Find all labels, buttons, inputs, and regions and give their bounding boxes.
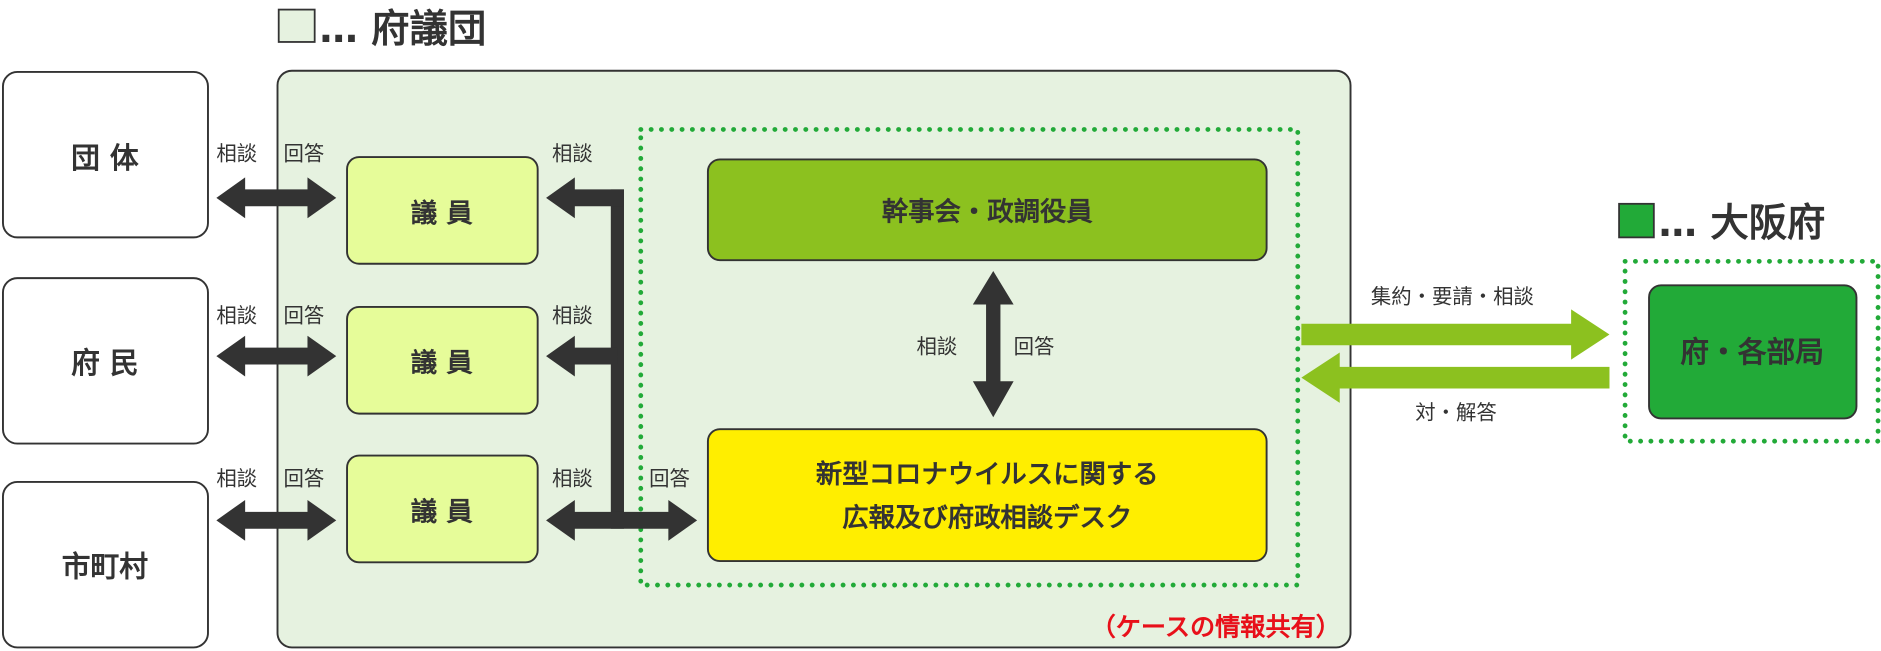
double-arrow-icon	[216, 335, 337, 377]
external-label: 府 民	[71, 346, 139, 380]
member-label: 議 員	[411, 496, 474, 527]
from-prefecture-label: 対・解答	[1415, 401, 1497, 425]
legend-prefecture-label: … 大阪府	[1659, 201, 1826, 246]
left-arrow-icon	[546, 335, 618, 377]
external-box-municipalities: 市町村	[2, 480, 209, 649]
legend-assembly-swatch	[277, 8, 316, 43]
double-arrow-icons	[216, 177, 1014, 541]
member-box: 議 員	[346, 305, 539, 415]
prefecture-dotted-border	[1622, 258, 1881, 444]
vertical-double-arrow-icon	[972, 270, 1014, 418]
external-box-residents: 府 民	[2, 277, 209, 445]
desk-box	[706, 428, 1268, 563]
answer-label: 回答	[284, 142, 325, 166]
prefecture-department-box	[1648, 284, 1858, 420]
member-label: 議 員	[411, 348, 474, 379]
consult-label: 相談	[216, 304, 257, 328]
consult-label: 相談	[552, 142, 593, 166]
desk-group-dotted-border	[638, 127, 1301, 588]
consult-label: 相談	[552, 467, 593, 491]
info-share-note: （ケースの情報共有）	[1091, 612, 1341, 641]
right-arrow-icon	[1301, 309, 1610, 360]
double-arrow-icon	[546, 499, 698, 541]
prefecture-department-label: 府・各部局	[1680, 335, 1824, 369]
double-arrow-icon	[216, 177, 337, 219]
prefecture-arrows	[1301, 309, 1610, 403]
to-prefecture-label: 集約・要請・相談	[1371, 284, 1534, 308]
double-arrow-icon	[216, 499, 337, 541]
desk-label-line2: 広報及び府政相談デスク	[842, 502, 1132, 533]
executive-label: 幹事会・政調役員	[882, 197, 1094, 228]
answer-label: 回答	[284, 467, 325, 491]
left-arrow-icon	[1301, 352, 1610, 403]
member-box: 議 員	[346, 156, 539, 265]
answer-label: 回答	[649, 467, 690, 491]
consult-label: 相談	[552, 304, 593, 328]
desk-label-line1: 新型コロナウイルスに関する	[816, 459, 1159, 490]
consult-label: 相談	[216, 467, 257, 491]
arrow-labels: 相談 回答 相談 回答 相談 回答 相談 相談 相談 回答 相談 回答	[216, 142, 1054, 491]
legend-prefecture-swatch	[1618, 202, 1655, 239]
member-label: 議 員	[411, 198, 474, 229]
executive-box	[706, 158, 1268, 262]
member-box: 議 員	[346, 454, 539, 564]
consult-label: 相談	[917, 335, 958, 359]
answer-label: 回答	[1014, 335, 1055, 359]
consult-label: 相談	[216, 142, 257, 166]
external-label: 市町村	[62, 550, 149, 584]
external-label: 団 体	[71, 141, 139, 175]
external-box-groups: 団 体	[2, 70, 209, 239]
left-arrow-icon	[546, 177, 624, 219]
legend-assembly-label: … 府議団	[319, 7, 486, 52]
answer-label: 回答	[284, 304, 325, 328]
